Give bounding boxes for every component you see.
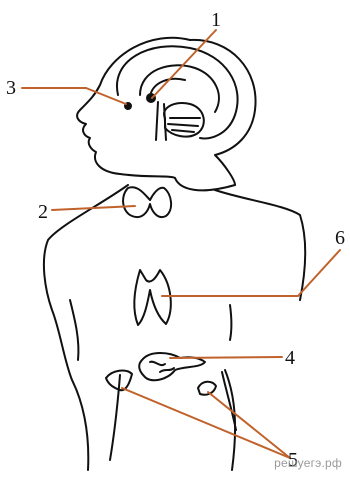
torso-right [215, 190, 305, 300]
thymus-gland [134, 270, 170, 325]
skull-outline [190, 40, 256, 185]
leader-line-5b [208, 392, 290, 458]
label-3: 3 [6, 78, 16, 98]
label-1: 1 [211, 10, 221, 30]
watermark-text: решуегэ.рф [274, 456, 342, 470]
head-profile [77, 38, 190, 178]
label-6: 6 [335, 228, 345, 248]
label-2: 2 [38, 202, 48, 222]
leader-line-4 [170, 357, 282, 358]
adrenal-gland-right [198, 382, 216, 395]
thyroid-gland [123, 187, 171, 217]
neck-outline [175, 178, 235, 190]
leader-line-5a [122, 388, 290, 458]
label-4: 4 [285, 348, 295, 368]
leader-line-1 [152, 30, 216, 98]
